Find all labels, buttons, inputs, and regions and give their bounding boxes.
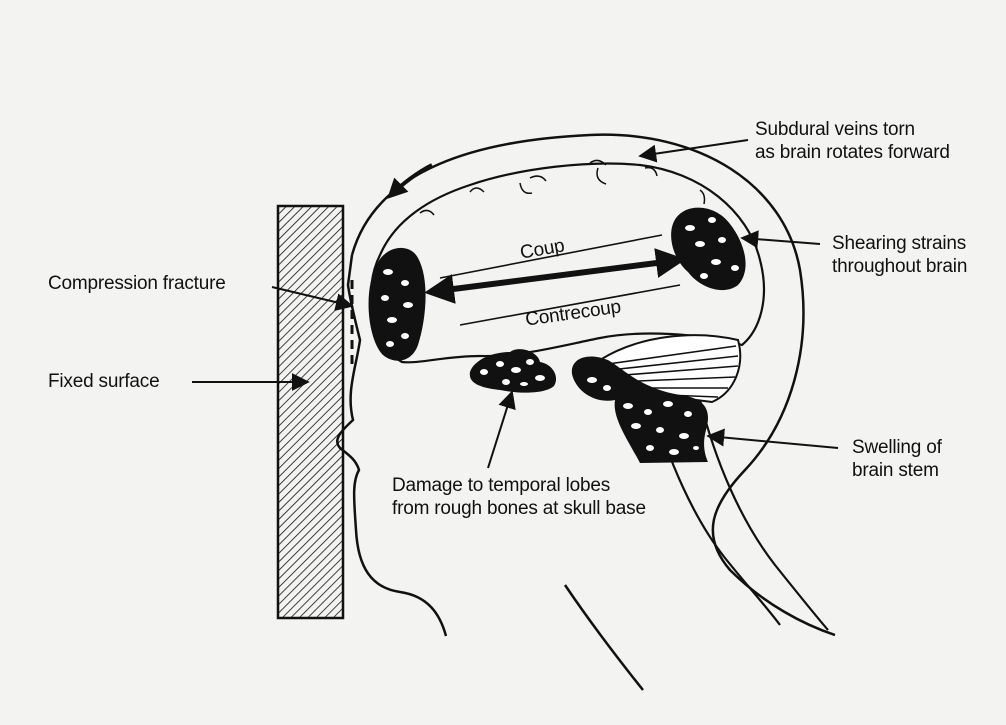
shearing-label-line1: Shearing strains — [832, 232, 966, 255]
shearing-label-line2: throughout brain — [832, 255, 967, 278]
temporal-label-line1: Damage to temporal lobes — [392, 474, 610, 497]
rotation-arrow — [390, 165, 432, 196]
subdural-label-line2: as brain rotates forward — [755, 141, 950, 164]
fixed-surface-wall — [278, 206, 343, 618]
temporal-label-line2: from rough bones at skull base — [392, 497, 646, 520]
coup-lesion — [369, 248, 426, 361]
coup-contrecoup-double-arrow — [430, 260, 680, 292]
swelling-label-line1: Swelling of — [852, 436, 942, 459]
subdural-label-line1: Subdural veins torn — [755, 118, 915, 141]
swelling-label-line2: brain stem — [852, 459, 939, 482]
neck-front-line — [565, 585, 643, 690]
spinal-cord-line-front — [700, 400, 828, 630]
compression-fracture-label: Compression fracture — [48, 272, 226, 295]
fixed-surface-label: Fixed surface — [48, 370, 159, 393]
temporal-leader-arrow — [488, 392, 512, 468]
swelling-leader-arrow — [708, 436, 838, 448]
subdural-leader-arrow — [640, 140, 748, 156]
